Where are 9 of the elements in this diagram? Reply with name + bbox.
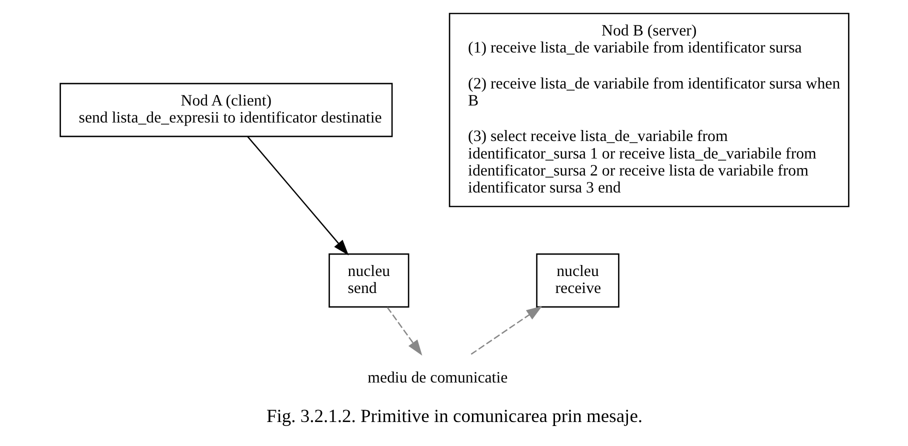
node-text: mediu de comunicatie (367, 369, 508, 386)
node-box: Nod B (server) (1) receive lista_de variabile from identificator sursa (2) receive lista_de variabile from identificator sursa when B (3) select receive lista_de_variabile from identificator_sursa 1 or receive lista_de_variabile from identificator_sursa 2 or receive lista de variabile from identificator sursa 3 end (448, 12, 849, 208)
arrow (386, 306, 422, 356)
arrow (470, 306, 542, 355)
node-box: Nod A (client) send lista_de_expresii to identificator destinatie (59, 82, 392, 138)
node-box: nucleu receive (536, 253, 619, 308)
arrow (246, 136, 348, 256)
node-box: nucleu send (328, 253, 409, 308)
caption: Fig. 3.2.1.2. Primitive in comunicarea prin mesaje. (266, 407, 642, 428)
